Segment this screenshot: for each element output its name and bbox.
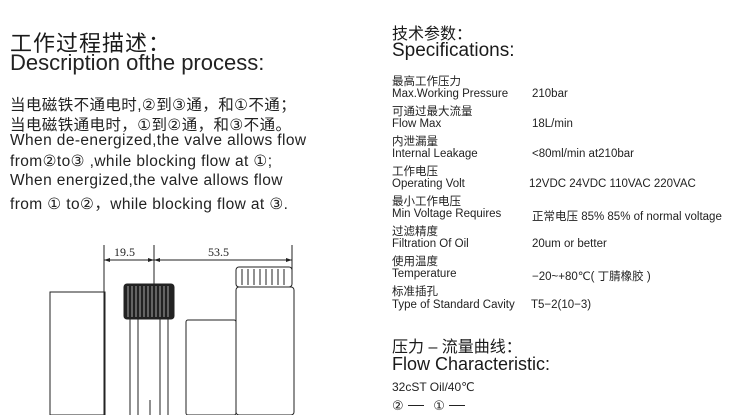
legend-line xyxy=(407,405,424,407)
spec-cn-label: 过滤精度 xyxy=(392,226,438,238)
spec-label: Max.Working Pressure xyxy=(392,88,509,100)
spec-cn-label: 使用温度 xyxy=(392,256,438,268)
spec-value: <80ml/min at210bar xyxy=(532,148,634,160)
process-title-en: Description ofthe process: xyxy=(10,50,265,75)
process-line: 当电磁铁通电时，①到②通，和③不通。 xyxy=(10,117,292,134)
flow-title-en: Flow Characteristic: xyxy=(392,354,551,374)
valve-drawing: 19.5 53.5 xyxy=(49,245,295,415)
spec-label: Filtration Of Oil xyxy=(392,238,469,250)
spec-cn-label: 可通过最大流量 xyxy=(392,106,473,118)
flow-title-cn: 压力 – 流量曲线： xyxy=(392,339,522,356)
spec-label: Temperature xyxy=(392,268,457,280)
spec-value: 210bar xyxy=(532,88,568,100)
legend-label: ① xyxy=(433,398,445,413)
connector-body xyxy=(235,286,295,415)
flow-legend: ② ① xyxy=(392,398,471,414)
spec-cn-label: 最小工作电压 xyxy=(392,196,461,208)
coil-housing xyxy=(185,319,237,415)
spec-label: Type of Standard Cavity xyxy=(392,299,515,311)
spec-label: Internal Leakage xyxy=(392,148,478,160)
process-line: When de-energized,the valve allows flow xyxy=(10,132,307,149)
spec-value: 12VDC 24VDC 110VAC 220VAC xyxy=(529,178,696,190)
spec-cn-label: 内泄漏量 xyxy=(392,136,438,148)
spec-cn-label: 标准插孔 xyxy=(392,286,438,298)
legend-line xyxy=(448,405,465,407)
spec-label: Operating Volt xyxy=(392,178,465,190)
dimension-label-left: 19.5 xyxy=(114,245,135,259)
process-line: When energized,the valve allows flow xyxy=(10,172,283,189)
knurled-nut xyxy=(123,283,175,320)
process-line: from②to③ ,while blocking flow at ①; xyxy=(10,153,273,170)
spec-value: 18L/min xyxy=(532,118,573,130)
spec-label: Min Voltage Requires xyxy=(392,208,502,220)
spec-cn-label: 最高工作压力 xyxy=(392,76,461,88)
spec-cn-label: 工作电压 xyxy=(392,166,438,178)
valve-body-outline xyxy=(49,291,106,415)
process-line: from ① to②，while blocking flow at ③. xyxy=(10,196,289,213)
process-line: 当电磁铁不通电时,②到③通，和①不通； xyxy=(10,97,297,114)
flow-condition: 32cST Oil/40℃ xyxy=(392,380,475,394)
legend-label: ② xyxy=(392,398,404,413)
spec-title-en: Specifications: xyxy=(392,40,515,61)
spec-title-cn: 技术参数： xyxy=(392,26,473,43)
spec-value: 正常电压 85% 85% of normal voltage xyxy=(532,211,722,223)
spec-value: −20~+80℃( 丁腈橡胶 ) xyxy=(532,271,651,283)
spec-value: T5−2(10−3) xyxy=(531,299,592,311)
spec-label: Flow Max xyxy=(392,118,442,130)
dimension-label-right: 53.5 xyxy=(208,245,229,259)
process-title-cn: 工作过程描述： xyxy=(10,31,172,56)
spec-value: 20um or better xyxy=(532,238,607,250)
